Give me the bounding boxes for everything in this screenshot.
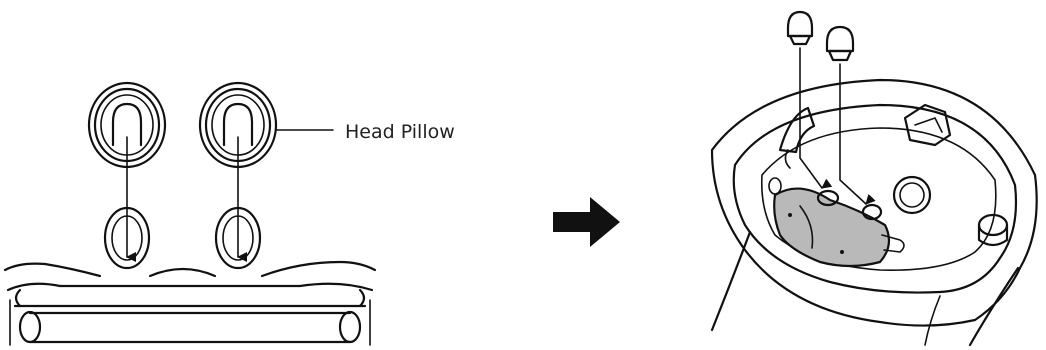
head-pillow-label: Head Pillow [345, 121, 455, 143]
chair-front-view: Head Pillow [5, 83, 455, 345]
head-pillow-plug-left [788, 12, 812, 44]
basin-insert-arrow-right [840, 64, 866, 204]
neck-pillow-installed [774, 189, 904, 266]
basin-drain [894, 177, 930, 213]
chair-headrest-frame [5, 262, 375, 345]
basin-view [712, 12, 1037, 345]
faucet-fitting-left [780, 108, 814, 168]
right-arrow-icon [553, 197, 620, 247]
head-pillow-plug-right [827, 27, 853, 60]
